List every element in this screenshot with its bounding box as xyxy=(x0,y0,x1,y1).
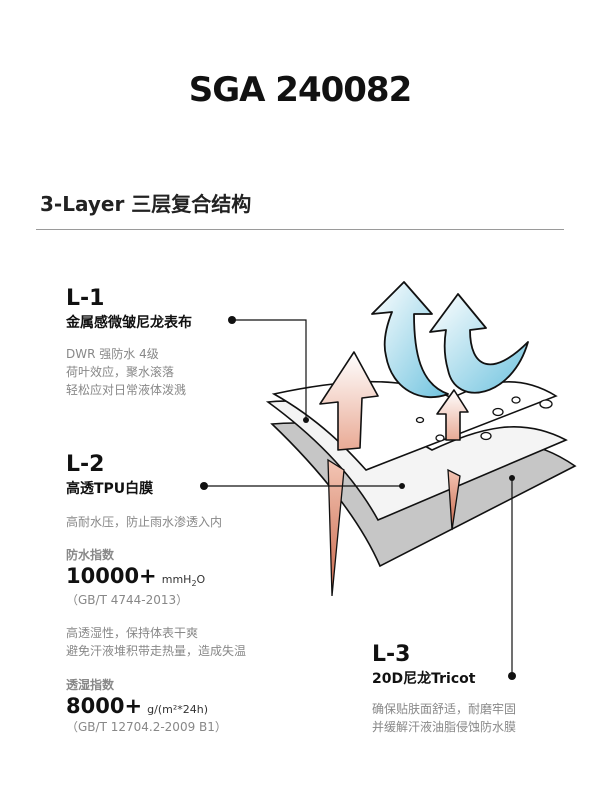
layer1-code: L-1 xyxy=(66,286,105,311)
waterproof-unit-prefix: mmH xyxy=(161,573,192,586)
leader-dots xyxy=(200,316,516,680)
leader-lines xyxy=(204,319,513,676)
waterproof-value: 10000+ xyxy=(66,564,157,588)
page-title: SGA 240082 xyxy=(188,70,413,110)
layer1-name: 金属感微皱尼龙表布 xyxy=(66,315,192,331)
layer2-code: L-2 xyxy=(66,452,105,477)
breathability-standard: （GB/T 12704.2-2009 B1） xyxy=(66,720,227,734)
waterproof-unit-suffix: O xyxy=(196,573,206,586)
breath-desc-1: 高透湿性，保持体表干爽 xyxy=(66,626,199,640)
breathability-unit: g/(m²*24h) xyxy=(147,703,209,716)
waterproof-label: 防水指数 xyxy=(66,548,115,562)
section-subtitle: 3-Layer 三层复合结构 xyxy=(40,192,252,216)
layer3-name: 20D尼龙Tricot xyxy=(372,671,476,687)
layer2-desc: 高耐水压，防止雨水渗透入内 xyxy=(66,515,223,529)
vapor-arrows xyxy=(319,351,469,451)
layer1-desc-1: DWR 强防水 4级 xyxy=(66,347,159,361)
layer3-code: L-3 xyxy=(372,642,411,667)
layer3-desc-1: 确保贴肤面舒适，耐磨牢固 xyxy=(372,702,517,716)
breathability-value-row: 8000+ g/(m²*24h) xyxy=(66,694,208,718)
breath-desc-2: 避免汗液堆积带走热量，造成失温 xyxy=(66,644,247,658)
waterproof-unit: mmH2O xyxy=(161,573,206,589)
breathability-label: 透湿指数 xyxy=(66,678,115,692)
waterproof-value-row: 10000+ mmH2O xyxy=(66,564,205,588)
moisture-spikes xyxy=(327,458,461,597)
breathability-value: 8000+ xyxy=(66,694,143,718)
layer2-name: 高透TPU白膜 xyxy=(66,481,154,497)
water-repel-arrows xyxy=(371,281,529,399)
layer1-desc-3: 轻松应对日常液体泼溅 xyxy=(66,383,187,397)
water-drops xyxy=(415,396,553,442)
layer3-desc-2: 并缓解汗液油脂侵蚀防水膜 xyxy=(372,720,517,734)
waterproof-unit-sub: 2 xyxy=(191,579,197,589)
divider xyxy=(36,229,564,230)
waterproof-standard: （GB/T 4744-2013） xyxy=(66,593,189,607)
layer1-desc-2: 荷叶效应，聚水滚落 xyxy=(66,365,175,379)
